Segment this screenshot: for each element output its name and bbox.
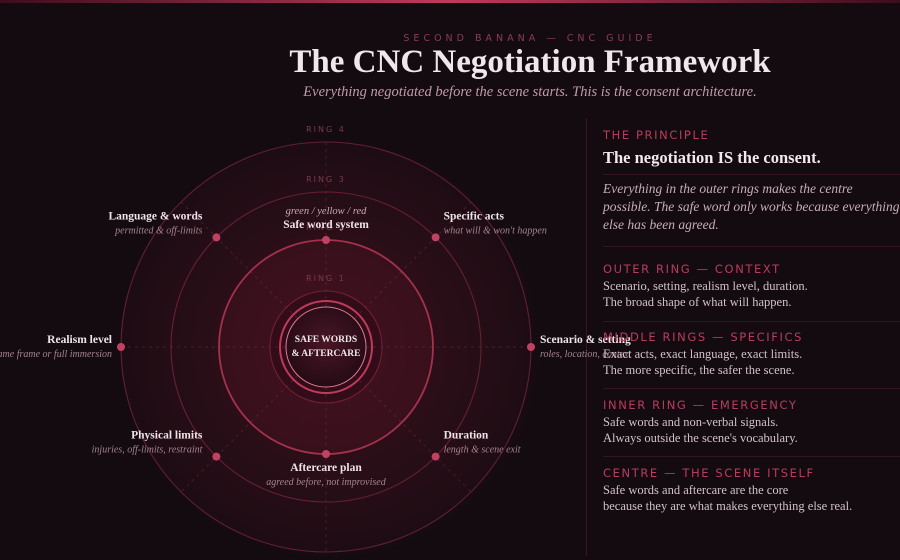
section-heading: MIDDLE RINGS — SPECIFICS: [603, 330, 804, 344]
top-accent-bar: [0, 0, 900, 3]
core-label-line2: & AFTERCARE: [292, 349, 361, 359]
section-line: Scenario, setting, realism level, durati…: [603, 279, 808, 293]
node-title: Realism level: [47, 334, 112, 346]
section-line: The broad shape of what will happen.: [603, 295, 792, 309]
section-line: because they are what makes everything e…: [603, 499, 853, 513]
page-title: The CNC Negotiation Framework: [289, 44, 771, 80]
node-dot: [322, 450, 330, 458]
node-dot: [431, 233, 440, 242]
node-caption: roles, location, context: [540, 349, 631, 360]
divider: [603, 388, 900, 389]
divider: [603, 456, 900, 457]
section-line: Safe words and aftercare are the core: [603, 483, 789, 497]
node-title: Duration: [444, 430, 489, 442]
node-dot: [527, 343, 535, 351]
header-eyebrow: SECOND BANANA — CNC GUIDE: [403, 33, 657, 44]
page-subtitle: Everything negotiated before the scene s…: [303, 84, 757, 100]
principle-heading: The negotiation IS the consent.: [603, 148, 821, 167]
node-dot: [117, 343, 125, 351]
node-caption: length & scene exit: [444, 445, 521, 456]
principle-eyebrow: THE PRINCIPLE: [603, 128, 710, 142]
node-title: Safe word system: [283, 219, 369, 231]
node-title: Specific acts: [444, 210, 505, 222]
ring-4-label: RING 4: [306, 125, 346, 134]
node-dot: [212, 233, 221, 242]
node-dot: [322, 236, 330, 244]
section-heading: CENTRE — THE SCENE ITSELF: [603, 466, 815, 480]
ring-3-circle: [170, 191, 482, 503]
node-caption: injuries, off-limits, restraint: [92, 445, 203, 456]
node-title: Scenario & setting: [540, 334, 631, 346]
divider: [603, 321, 900, 322]
node-caption: permitted & off-limits: [114, 225, 202, 236]
section-line: Safe words and non-verbal signals.: [603, 415, 779, 429]
ring-1-label: RING 1: [306, 274, 346, 283]
principle-body: Everything in the outer rings makes the …: [603, 181, 900, 232]
divider: [603, 246, 900, 247]
node-dot: [431, 452, 440, 461]
section-inner-ring: INNER RING — EMERGENCY Safe words and no…: [603, 398, 900, 446]
section-middle-rings: MIDDLE RINGS — SPECIFICS Exact acts, exa…: [603, 330, 900, 378]
ring-3-label: RING 3: [306, 175, 346, 184]
node-dot: [212, 452, 221, 461]
explanation-panel: THE PRINCIPLE The negotiation IS the con…: [586, 118, 900, 556]
ring-2-label: RING 2: [306, 223, 346, 232]
section-line: Exact acts, exact language, exact limits…: [603, 347, 803, 361]
core-outer-circle: [279, 300, 373, 394]
core-label-line1: SAFE WORDS: [295, 335, 357, 345]
section-heading: OUTER RING — CONTEXT: [603, 262, 781, 276]
node-caption: green / yellow / red: [286, 206, 368, 217]
node-title: Physical limits: [131, 430, 203, 442]
node-title: Language & words: [108, 210, 202, 222]
divider: [603, 174, 900, 175]
node-caption: game frame or full immersion: [0, 349, 112, 360]
section-heading: INNER RING — EMERGENCY: [603, 398, 798, 412]
section-centre: CENTRE — THE SCENE ITSELF Safe words and…: [603, 466, 900, 514]
node-caption: what will & won't happen: [444, 225, 547, 236]
section-outer-ring: OUTER RING — CONTEXT Scenario, setting, …: [603, 262, 900, 310]
node-caption: agreed before, not improvised: [266, 477, 386, 488]
node-title: Aftercare plan: [290, 462, 362, 474]
principle-section: THE PRINCIPLE The negotiation IS the con…: [603, 128, 900, 234]
core-circle: [285, 306, 367, 388]
section-line: The more specific, the safer the scene.: [603, 363, 795, 377]
section-line: Always outside the scene's vocabulary.: [603, 431, 798, 445]
ring-1-circle: [269, 290, 383, 404]
